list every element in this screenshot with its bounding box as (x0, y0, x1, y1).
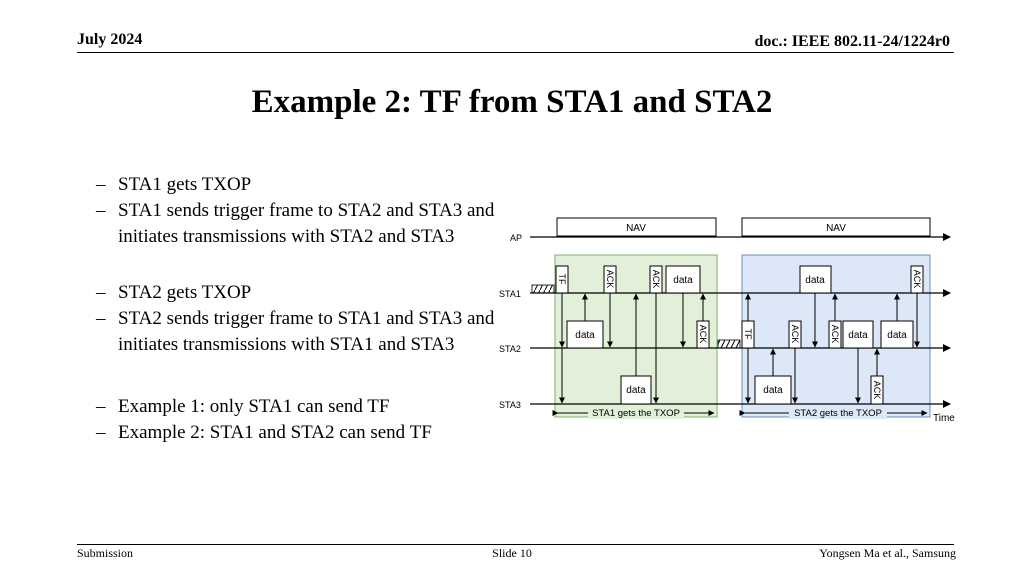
station-label-sta1: STA1 (499, 289, 521, 299)
txop1-label: STA1 gets the TXOP (592, 408, 680, 419)
tf-label: TF (557, 274, 567, 285)
backoff-hatch (717, 339, 741, 349)
bullet-list: –STA1 gets TXOP –STA1 sends trigger fram… (96, 172, 526, 446)
data-label: data (575, 330, 595, 341)
bullet-item: –Example 2: STA1 and STA2 can send TF (96, 422, 432, 443)
header-doc-id: doc.: IEEE 802.11-24/1224r0 (754, 33, 950, 50)
data-frame (620, 375, 652, 405)
txop2-label-bg (789, 406, 887, 419)
data-frame (566, 320, 604, 349)
ack-label: ACK (912, 270, 922, 289)
header-divider (77, 52, 954, 53)
nav-box (741, 217, 931, 237)
slide-title: Example 2: TF from STA1 and STA2 (251, 84, 773, 120)
bullet-item: –STA1 sends trigger frame to STA2 and ST… (96, 200, 495, 247)
bullet-text: Example 2: STA1 and STA2 can send TF (118, 422, 432, 443)
ack-label: ACK (698, 325, 708, 344)
data-label: data (673, 275, 693, 286)
nav-label: NAV (626, 223, 646, 234)
bullet-text: STA1 sends trigger frame to STA2 and STA… (118, 200, 495, 247)
footer-author: Yongsen Ma et al., Samsung (819, 546, 956, 560)
bullet-item: –STA1 gets TXOP (96, 174, 252, 195)
header-date: July 2024 (77, 31, 143, 48)
data-label: data (848, 330, 868, 341)
data-label: data (887, 330, 907, 341)
bullet-text: STA2 gets TXOP (118, 282, 252, 303)
station-label-ap: AP (510, 233, 522, 243)
bullet-item: –Example 1: only STA1 can send TF (96, 396, 390, 417)
ack-label: ACK (605, 270, 615, 289)
nav-label: NAV (826, 223, 846, 234)
txop2-label: STA2 gets the TXOP (794, 408, 882, 419)
bullet-text: STA1 gets TXOP (118, 174, 252, 195)
bullet-text: Example 1: only STA1 can send TF (118, 396, 390, 417)
nav-box (556, 217, 717, 237)
ack-label: ACK (830, 325, 840, 344)
station-label-sta2: STA2 (499, 344, 521, 354)
ack-label: ACK (872, 381, 882, 400)
bullet-text: STA2 sends trigger frame to STA1 and STA… (118, 308, 495, 355)
bullet-item: –STA2 gets TXOP (96, 282, 252, 303)
data-frame (880, 320, 914, 349)
data-label: data (763, 385, 783, 396)
backoff-hatch (531, 284, 555, 294)
footer-divider (77, 544, 954, 545)
data-frame (754, 375, 792, 405)
time-label: Time (933, 413, 955, 424)
ack-label: ACK (651, 270, 661, 289)
footer-left: Submission (77, 546, 134, 560)
data-label: data (805, 275, 825, 286)
slide-number: Slide 10 (492, 546, 532, 560)
bullet-item: –STA2 sends trigger frame to STA1 and ST… (96, 308, 495, 355)
station-label-sta3: STA3 (499, 400, 521, 410)
data-frame (665, 265, 701, 294)
tf-label: TF (743, 329, 753, 340)
data-frame (842, 320, 874, 349)
txop1-label-bg (588, 406, 684, 419)
data-label: data (626, 385, 646, 396)
ack-label: ACK (790, 325, 800, 344)
